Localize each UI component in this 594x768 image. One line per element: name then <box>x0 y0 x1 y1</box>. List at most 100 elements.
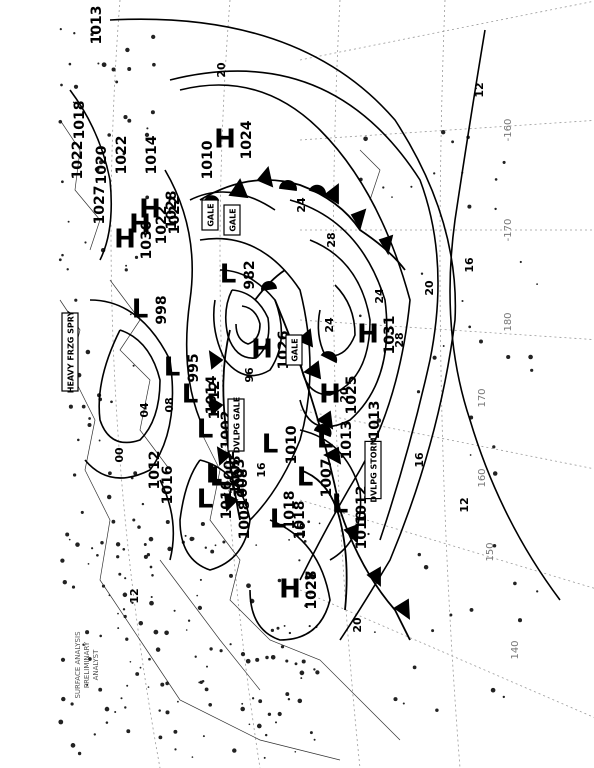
station-dot <box>204 687 209 692</box>
center-pressure-label: 995 <box>186 353 202 382</box>
station-dot <box>209 647 213 651</box>
warning-box: GALE <box>285 334 303 366</box>
warning-box: DVLPG STORM <box>364 437 382 503</box>
isobar-line <box>212 269 283 377</box>
center-symbol-h: H <box>129 210 151 240</box>
station-dot <box>441 130 446 135</box>
center-symbol-l: L <box>220 260 237 290</box>
station-dot <box>536 590 539 593</box>
station-dot <box>96 553 99 557</box>
front-barb <box>323 183 339 205</box>
station-dot <box>150 110 155 115</box>
station-dot <box>433 172 436 175</box>
isobar-line <box>69 89 113 261</box>
warning-box-frame <box>227 398 245 452</box>
station-dot <box>135 672 140 676</box>
station-dot <box>246 583 251 589</box>
station-dot <box>99 160 104 165</box>
isobar-value-label: 28 <box>393 332 406 347</box>
station-dot <box>150 595 153 599</box>
longitude-label: 160 <box>477 468 488 487</box>
isobar-value-label: 16 <box>295 522 308 538</box>
station-dot <box>219 649 223 653</box>
fronts <box>199 166 411 641</box>
meridian-line <box>299 499 594 589</box>
pressure-label: 1027 <box>92 186 108 225</box>
station-dot <box>241 702 244 705</box>
station-dot <box>283 624 286 627</box>
isobar-line <box>98 329 161 444</box>
station-dot <box>104 706 110 712</box>
station-dot <box>173 609 176 612</box>
station-dot <box>248 723 251 726</box>
center-pressure-label: 1018 <box>292 501 308 540</box>
front-semicircle <box>320 351 338 364</box>
center-pressure-label: 1028 <box>164 191 180 230</box>
station-dot <box>184 534 187 537</box>
cold-front-line <box>222 329 241 521</box>
station-dot <box>144 132 150 138</box>
isobar-line <box>235 305 261 345</box>
station-dot <box>258 699 263 704</box>
isobar-value-label: 24 <box>323 317 336 333</box>
station-dot <box>376 418 382 423</box>
station-dot <box>492 471 498 476</box>
station-dot <box>280 645 285 649</box>
center-pressure-label: 1030 <box>139 220 155 259</box>
station-dot <box>382 186 385 189</box>
center-symbol-h: H <box>279 575 301 605</box>
station-dot <box>146 553 151 557</box>
station-dot <box>176 700 179 703</box>
station-dot <box>117 612 119 615</box>
coastline <box>199 429 401 741</box>
station-dot <box>143 554 148 559</box>
station-dot <box>276 626 280 630</box>
longitude-label: 140 <box>510 640 521 659</box>
warning-box-frame <box>61 312 79 392</box>
warning-box: GALE <box>201 199 219 231</box>
station-dot <box>245 658 251 664</box>
isobar-line <box>164 169 201 421</box>
station-dot <box>492 543 497 548</box>
isobar-value-label: 96 <box>243 367 256 383</box>
station-dot <box>190 537 195 541</box>
station-dot <box>149 600 154 606</box>
front-barb <box>378 234 394 256</box>
longitude-label: 150 <box>485 542 496 561</box>
meridian-line <box>299 319 594 341</box>
station-dot <box>58 120 63 124</box>
chart-header-text: PRELIMINARY <box>83 641 91 688</box>
station-dot <box>125 264 128 267</box>
front-line <box>299 469 348 611</box>
station-dot <box>82 643 85 646</box>
warning-text: GALE <box>229 208 238 231</box>
station-dot <box>431 629 435 633</box>
station-dot <box>87 423 92 427</box>
station-dot <box>256 723 262 729</box>
center-symbol-h: H <box>214 125 236 155</box>
station-dot <box>530 368 534 372</box>
station-dot <box>94 167 100 172</box>
station-dot <box>145 195 150 200</box>
station-dot <box>158 735 163 740</box>
station-dot <box>200 521 205 527</box>
center-symbol-l: L <box>182 380 199 410</box>
front-barb <box>350 208 367 231</box>
station-dot <box>194 655 197 658</box>
station-dot <box>160 682 165 687</box>
isobar-line <box>224 289 270 359</box>
warning-box: GALE <box>223 204 241 236</box>
station-dot <box>479 339 483 344</box>
station-dot <box>70 702 74 706</box>
isobar-line <box>159 479 175 561</box>
pressure-label: 1018 <box>72 101 88 140</box>
pressure-label: 1018 <box>282 491 298 530</box>
station-dot <box>210 549 215 554</box>
station-dot <box>287 697 291 701</box>
station-dot <box>61 180 64 184</box>
station-dot <box>494 178 498 181</box>
station-dot <box>72 473 77 477</box>
station-dot <box>300 677 303 680</box>
station-dot <box>110 400 113 404</box>
